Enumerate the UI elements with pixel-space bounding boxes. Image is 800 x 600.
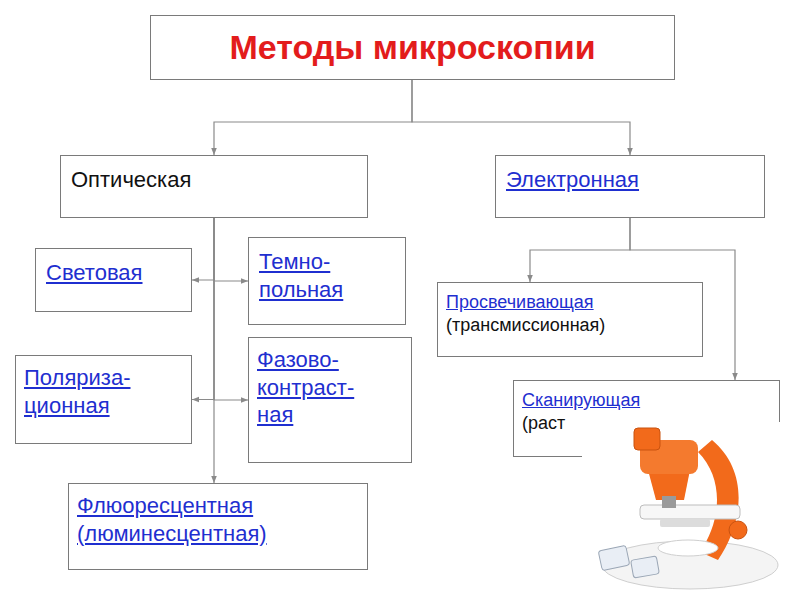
node-label: Методы микроскопии: [229, 26, 595, 69]
method-box: Световая: [35, 248, 192, 312]
method-box: Фазово- контраст- ная: [248, 337, 412, 463]
glass-slide: [631, 556, 660, 578]
method-box: Сканирующая(раст: [513, 380, 780, 457]
root-box: Методы микроскопии: [150, 15, 675, 80]
method-box: Флюоресцентная (люминесцентная): [68, 483, 368, 570]
tree-connector: [530, 218, 630, 282]
node-note: (раст: [522, 412, 565, 435]
microscope-stage: [640, 505, 740, 519]
tree-connector: [214, 218, 248, 400]
tree-connector: [213, 218, 214, 483]
node-label: Оптическая: [71, 166, 191, 194]
node-label: Флюоресцентная (люминесцентная): [77, 492, 337, 547]
category-box: Электронная: [495, 155, 765, 218]
tree-connector: [412, 80, 630, 155]
focus-knob: [729, 521, 747, 539]
node-label: Просвечивающая: [446, 291, 594, 314]
node-label: Темно- польная: [259, 248, 369, 303]
tree-connector: [192, 218, 214, 400]
method-box: Темно- польная: [248, 237, 406, 325]
method-box: Просвечивающая(трансмиссионная): [437, 282, 703, 357]
objective-lens: [662, 496, 676, 508]
tree-connector: [214, 218, 248, 281]
node-note: (трансмиссионная): [446, 314, 605, 337]
node-label: Световая: [46, 259, 143, 287]
microscope-base: [602, 541, 778, 589]
tree-connector: [192, 218, 214, 280]
stage-clip: [660, 519, 710, 527]
objective-turret: [648, 470, 690, 500]
method-box: Поляриза- ционная: [15, 355, 192, 444]
node-label: Поляриза- ционная: [24, 364, 164, 419]
category-box: Оптическая: [60, 155, 368, 218]
glass-slide: [598, 545, 630, 570]
node-label: Фазово- контраст- ная: [257, 346, 377, 429]
tree-connector: [214, 80, 412, 155]
microscope-arm: [698, 440, 739, 560]
node-label: Сканирующая: [522, 389, 640, 412]
node-label: Электронная: [506, 166, 639, 194]
light-source: [658, 540, 718, 556]
